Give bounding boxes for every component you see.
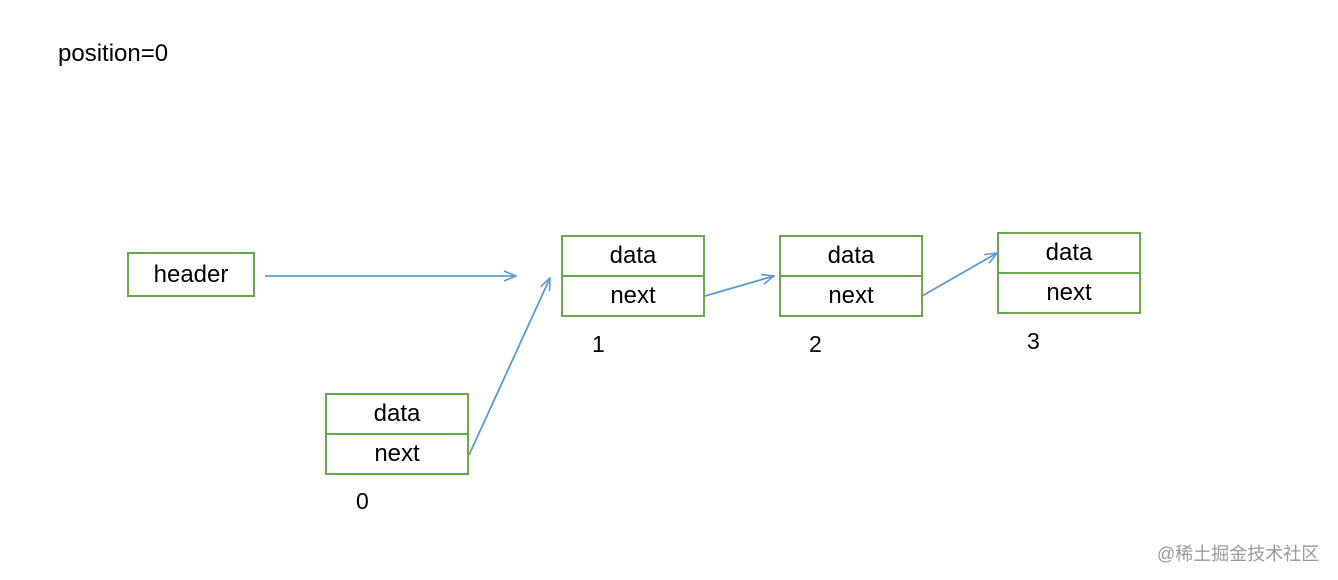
node-3-index: 3 — [1027, 328, 1040, 354]
node2-to-node3-arrow — [921, 253, 997, 297]
node-3: data next — [997, 232, 1141, 314]
node-2: data next — [779, 235, 923, 317]
header-box: header — [127, 252, 255, 297]
node-1-next: next — [610, 282, 656, 309]
node1-to-node2-arrow — [704, 276, 774, 297]
header-label: header — [153, 260, 229, 288]
watermark: @稀土掘金技术社区 — [1157, 544, 1320, 564]
node-0: data next — [325, 393, 469, 475]
node-1-data: data — [563, 237, 703, 277]
node-2-index: 2 — [809, 331, 822, 357]
node-2-data: data — [781, 237, 921, 277]
position-caption: position=0 — [58, 40, 169, 67]
node-1-index: 1 — [592, 331, 605, 357]
node-1: data next — [561, 235, 705, 317]
node-2-next: next — [828, 282, 874, 309]
node-0-data: data — [327, 395, 467, 435]
node-0-next: next — [374, 440, 420, 467]
node-0-index: 0 — [356, 488, 369, 514]
node-3-next: next — [1046, 279, 1092, 306]
node0-to-node1-arrow — [468, 278, 550, 456]
node-3-data: data — [999, 234, 1139, 274]
